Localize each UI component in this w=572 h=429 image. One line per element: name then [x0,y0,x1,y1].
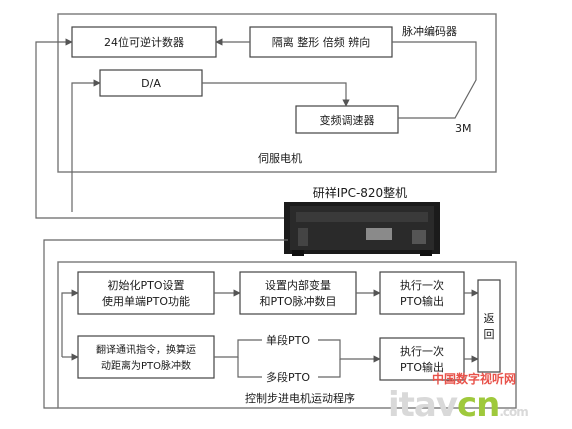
entry-to-init-arrow [61,289,79,357]
isolation-box [249,26,393,58]
translate-box-line1: 翻译通讯指令，换算运 [96,343,196,356]
vfd-label: 变频调速器 [320,113,375,127]
init-box-line1: 初始化PTO设置 [107,278,184,292]
da-to-vfd-arrow [202,82,350,107]
servo-motor-label: 伺服电机 [258,151,302,165]
return-label-char1: 返 [484,312,495,325]
watermark-site-cn: 中国数字视听网 [432,371,516,386]
setvar-box-line1: 设置内部变量 [265,278,331,292]
encoder-signal-line [392,41,477,119]
computer-to-program-line [43,239,288,409]
stepper-program-frame [57,261,517,409]
multi-pto-to-exec2-line [318,359,341,378]
industrial-pc-image [284,202,440,256]
setvar-box-line2: 和PTO脉冲数目 [259,294,336,308]
multi-pto-label: 多段PTO [266,370,310,384]
translate-box-line2: 动距离为PTO脉冲数 [101,359,191,372]
watermark-brand-part1: itav [388,385,458,425]
translate-box [77,335,215,379]
motor-3m-label: 3M [455,122,472,135]
servo-system-frame [57,13,497,173]
translate-to-branch-line [214,339,262,358]
stepper-program-label: 控制步进电机运动程序 [245,391,355,405]
single-pto-label: 单段PTO [266,333,310,347]
init-box-line2: 使用单端PTO功能 [102,294,190,308]
counter-box [71,26,217,58]
exec1-box-line2: PTO输出 [400,294,444,308]
watermark-brand: itavcn.com [388,385,528,425]
translate-to-multi-line [237,357,262,378]
watermark-brand-part3: .com [499,405,528,419]
single-pto-to-exec2-arrow [318,339,381,363]
counter-label: 24位可逆计数器 [104,35,184,49]
return-label-char2: 回 [484,328,495,341]
da-label: D/A [141,77,161,90]
site-watermark: 中国数字视听网 itavcn.com [388,371,529,425]
watermark-brand-part2: cn [457,385,499,425]
exec2-box-line2: PTO输出 [400,360,444,374]
isolation-label: 隔离 整形 倍频 辨向 [272,35,371,49]
exec2-box [379,337,465,381]
exec1-box-line1: 执行一次 [400,278,444,292]
computer-label: 研祥IPC-820整机 [313,185,407,200]
computer-to-da-arrow [71,79,101,212]
return-box [477,279,501,373]
encoder-label: 脉冲编码器 [402,24,457,38]
computer-to-counter-arrow [35,38,288,219]
exec2-box-line1: 执行一次 [400,344,444,358]
